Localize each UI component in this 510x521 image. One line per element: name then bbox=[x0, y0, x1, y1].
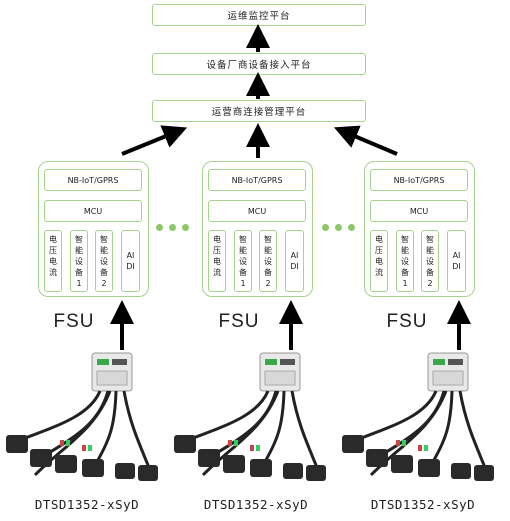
fsu2-label: FSU bbox=[218, 311, 260, 332]
fsu1-input-label-4: AI DI bbox=[126, 251, 135, 271]
fsu3-comm-module: NB-IoT/GPRS bbox=[370, 169, 468, 191]
fsu2-input-label-1: 电压电流 bbox=[213, 235, 221, 277]
fsu2-input-smart-device-2: 智能设备2 bbox=[259, 230, 277, 292]
fsu1-comm-module: NB-IoT/GPRS bbox=[44, 169, 142, 191]
fsu2-input-smart-device-1: 智能设备1 bbox=[234, 230, 252, 292]
fsu2-mcu-label: MCU bbox=[247, 206, 267, 216]
fsu2-input-ai-di: AI DI bbox=[285, 230, 304, 292]
fsu3-comm-label: NB-IoT/GPRS bbox=[393, 175, 445, 185]
fsu1-input-ai-di: AI DI bbox=[121, 230, 140, 292]
fsu1-input-label-2: 智能设备1 bbox=[75, 235, 83, 288]
fsu2-input-label-3: 智能设备2 bbox=[264, 235, 272, 288]
ops-monitoring-platform-label: 运维监控平台 bbox=[227, 11, 291, 22]
fsu3-label: FSU bbox=[386, 311, 428, 332]
fsu3-input-label-1: 电压电流 bbox=[375, 235, 383, 277]
fsu1-input-smart-device-1: 智能设备1 bbox=[70, 230, 88, 292]
meter-3 bbox=[427, 352, 469, 392]
ellipsis-dots-1 bbox=[156, 224, 194, 232]
fsu1-input-voltage-current: 电压电流 bbox=[44, 230, 62, 292]
fsu2-mcu: MCU bbox=[208, 200, 306, 222]
operator-management-platform-box: 运营商连接管理平台 bbox=[152, 100, 366, 122]
fsu1-label: FSU bbox=[53, 311, 95, 332]
arrow-fsu3-to-operator bbox=[333, 125, 398, 156]
fsu3-input-smart-device-1: 智能设备1 bbox=[396, 230, 414, 292]
dot bbox=[156, 224, 163, 231]
operator-management-platform-label: 运营商连接管理平台 bbox=[211, 107, 307, 118]
dot bbox=[348, 224, 355, 231]
fsu2-input-label-4: AI DI bbox=[290, 251, 299, 271]
fsu1-mcu-label: MCU bbox=[83, 206, 103, 216]
fsu1-input-label-1: 电压电流 bbox=[49, 235, 57, 277]
dot bbox=[169, 224, 176, 231]
meter-device-1-image bbox=[6, 352, 158, 481]
fsu3-input-voltage-current: 电压电流 bbox=[370, 230, 388, 292]
device-label-1: DTSD1352-xSyD bbox=[34, 497, 140, 512]
fsu2-comm-label: NB-IoT/GPRS bbox=[231, 175, 283, 185]
fsu2-input-label-2: 智能设备1 bbox=[239, 235, 247, 288]
fsu3-mcu-label: MCU bbox=[409, 206, 429, 216]
device-label-2: DTSD1352-xSyD bbox=[203, 497, 309, 512]
fsu3-input-label-2: 智能设备1 bbox=[401, 235, 409, 288]
fsu3-input-label-4: AI DI bbox=[452, 251, 461, 271]
fsu3-input-ai-di: AI DI bbox=[447, 230, 466, 292]
fsu3-input-smart-device-2: 智能设备2 bbox=[421, 230, 439, 292]
fsu2-input-voltage-current: 电压电流 bbox=[208, 230, 226, 292]
fsu3-mcu: MCU bbox=[370, 200, 468, 222]
fsu-unit-1: NB-IoT/GPRS MCU 电压电流 智能设备1 智能设备2 AI DI bbox=[38, 161, 149, 297]
fsu1-comm-label: NB-IoT/GPRS bbox=[67, 175, 119, 185]
meter-device-2-image bbox=[174, 352, 326, 481]
fsu2-comm-module: NB-IoT/GPRS bbox=[208, 169, 306, 191]
fsu1-input-label-3: 智能设备2 bbox=[100, 235, 108, 288]
ellipsis-dots-2 bbox=[322, 224, 360, 232]
fsu-unit-2: NB-IoT/GPRS MCU 电压电流 智能设备1 智能设备2 AI DI bbox=[202, 161, 313, 297]
meter-2 bbox=[259, 352, 301, 392]
fsu-unit-3: NB-IoT/GPRS MCU 电压电流 智能设备1 智能设备2 AI DI bbox=[364, 161, 475, 297]
fsu1-input-smart-device-2: 智能设备2 bbox=[95, 230, 113, 292]
device-label-3: DTSD1352-xSyD bbox=[370, 497, 476, 512]
arrow-fsu1-to-operator bbox=[121, 125, 188, 156]
dot bbox=[182, 224, 189, 231]
dot bbox=[322, 224, 329, 231]
meter-1 bbox=[91, 352, 133, 392]
fsu1-mcu: MCU bbox=[44, 200, 142, 222]
meter-device-3-image bbox=[342, 352, 494, 481]
fsu3-input-label-3: 智能设备2 bbox=[426, 235, 434, 288]
vendor-access-platform-label: 设备厂商设备接入平台 bbox=[206, 60, 312, 71]
dot bbox=[335, 224, 342, 231]
